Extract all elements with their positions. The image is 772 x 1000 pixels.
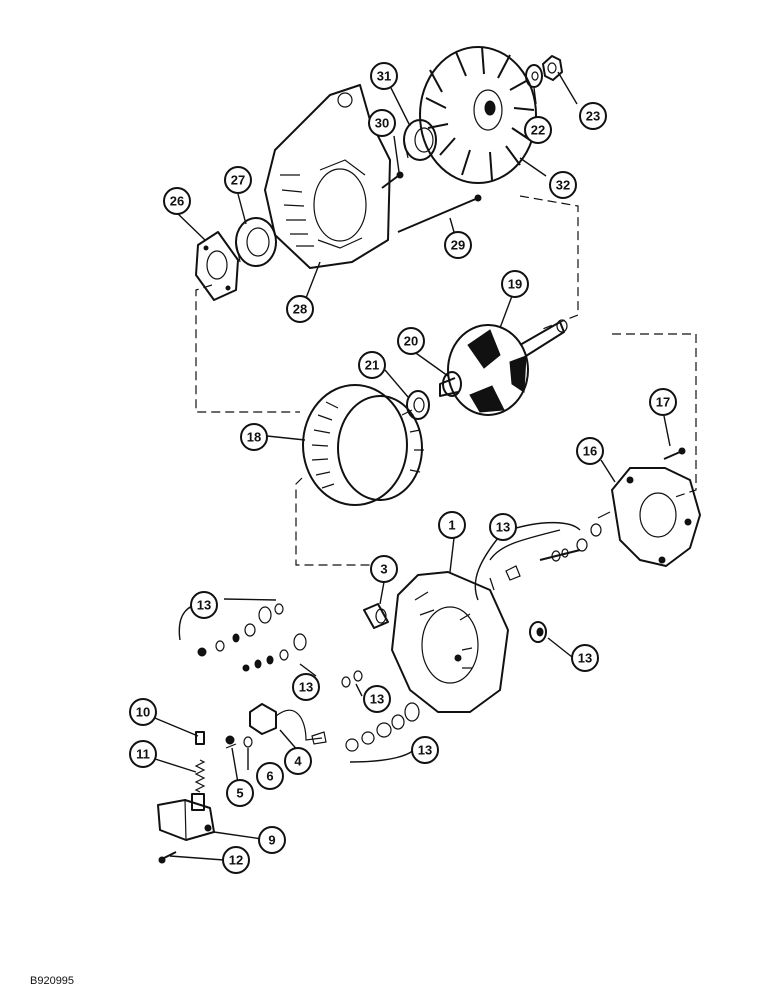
washer-row-middle-part xyxy=(242,633,307,672)
callout-13-upper-washers: 13 xyxy=(190,591,218,619)
screw-12-part xyxy=(158,851,177,864)
callout-20: 20 xyxy=(397,327,425,355)
spacer-22-part xyxy=(525,64,543,88)
svg-text:26: 26 xyxy=(170,194,184,209)
callout-9: 9 xyxy=(258,826,286,854)
svg-text:17: 17 xyxy=(656,395,670,410)
svg-text:5: 5 xyxy=(236,786,243,801)
svg-text:12: 12 xyxy=(229,853,243,868)
svg-text:6: 6 xyxy=(266,769,273,784)
svg-text:31: 31 xyxy=(377,69,391,84)
svg-text:3: 3 xyxy=(380,562,387,577)
svg-text:29: 29 xyxy=(451,238,465,253)
svg-text:22: 22 xyxy=(531,123,545,138)
svg-text:13: 13 xyxy=(496,520,510,535)
svg-text:30: 30 xyxy=(375,116,389,131)
voltage-regulator-9-part xyxy=(157,793,215,841)
svg-text:20: 20 xyxy=(404,334,418,349)
screw-5-part xyxy=(225,735,237,749)
callout-3: 3 xyxy=(370,555,398,583)
callout-6: 6 xyxy=(256,762,284,790)
callout-12: 12 xyxy=(222,846,250,874)
callout-13-seal: 13 xyxy=(571,644,599,672)
callout-27: 27 xyxy=(224,166,252,194)
rectifier-plate-16-part xyxy=(597,467,701,567)
screw-17-part xyxy=(663,447,686,460)
callout-1: 1 xyxy=(438,511,466,539)
fan-part xyxy=(419,46,537,184)
callout-13-nuts: 13 xyxy=(363,685,391,713)
svg-text:23: 23 xyxy=(586,109,600,124)
svg-text:1: 1 xyxy=(448,518,455,533)
spring-11-part xyxy=(194,759,206,793)
svg-text:13: 13 xyxy=(418,743,432,758)
rotor-19-part xyxy=(439,319,568,416)
callout-29: 29 xyxy=(444,231,472,259)
callout-13-middle-washers: 13 xyxy=(292,673,320,701)
bearing-27-part xyxy=(235,217,277,267)
svg-text:16: 16 xyxy=(583,444,597,459)
callout-17: 17 xyxy=(649,388,677,416)
callout-22: 22 xyxy=(524,116,552,144)
svg-text:9: 9 xyxy=(268,833,275,848)
retainer-plate-26-part xyxy=(195,231,239,301)
svg-text:13: 13 xyxy=(299,680,313,695)
svg-text:13: 13 xyxy=(197,598,211,613)
washer-row-lower-part xyxy=(345,702,420,752)
svg-text:21: 21 xyxy=(365,358,379,373)
callout-13-terminal: 13 xyxy=(489,513,517,541)
seal-13-part xyxy=(529,621,547,643)
terminal-hardware-part xyxy=(489,523,602,591)
screw-30-part xyxy=(381,171,404,189)
callout-21: 21 xyxy=(358,351,386,379)
callout-11: 11 xyxy=(129,740,157,768)
callout-5: 5 xyxy=(226,779,254,807)
callout-10: 10 xyxy=(129,698,157,726)
callout-31: 31 xyxy=(370,62,398,90)
capacitor-4-part xyxy=(249,703,327,745)
washer-6-part xyxy=(243,736,253,748)
svg-text:11: 11 xyxy=(136,747,150,762)
bushing-3-part xyxy=(363,603,389,629)
callout-28: 28 xyxy=(286,295,314,323)
callout-18: 18 xyxy=(240,423,268,451)
bearing-31-part xyxy=(403,119,437,161)
nut-pair-part xyxy=(341,670,363,688)
svg-text:27: 27 xyxy=(231,173,245,188)
svg-text:13: 13 xyxy=(578,651,592,666)
washer-row-upper-part xyxy=(197,603,284,657)
callout-4: 4 xyxy=(284,747,312,775)
svg-text:4: 4 xyxy=(294,754,302,769)
svg-text:13: 13 xyxy=(370,692,384,707)
callout-19: 19 xyxy=(501,270,529,298)
svg-text:19: 19 xyxy=(508,277,522,292)
stator-18-part xyxy=(302,384,424,506)
svg-text:28: 28 xyxy=(293,302,307,317)
brush-10-part xyxy=(195,731,205,745)
callout-13-lower-washers: 13 xyxy=(411,736,439,764)
assembly-dashed-line-lower xyxy=(295,333,697,566)
slip-ring-housing-part xyxy=(391,571,509,713)
svg-text:18: 18 xyxy=(247,430,261,445)
leader-lines xyxy=(149,71,671,861)
nut-23-part xyxy=(542,55,563,81)
callout-26: 26 xyxy=(163,187,191,215)
callout-16: 16 xyxy=(576,437,604,465)
reference-code: B920995 xyxy=(30,975,75,987)
bearing-21-part xyxy=(406,390,430,420)
drive-end-housing-part xyxy=(264,84,391,269)
callout-23: 23 xyxy=(579,102,607,130)
callout-32: 32 xyxy=(549,171,577,199)
bolt-29-part xyxy=(397,194,482,233)
svg-text:32: 32 xyxy=(556,178,570,193)
svg-text:10: 10 xyxy=(136,705,150,720)
callout-30: 30 xyxy=(368,109,396,137)
